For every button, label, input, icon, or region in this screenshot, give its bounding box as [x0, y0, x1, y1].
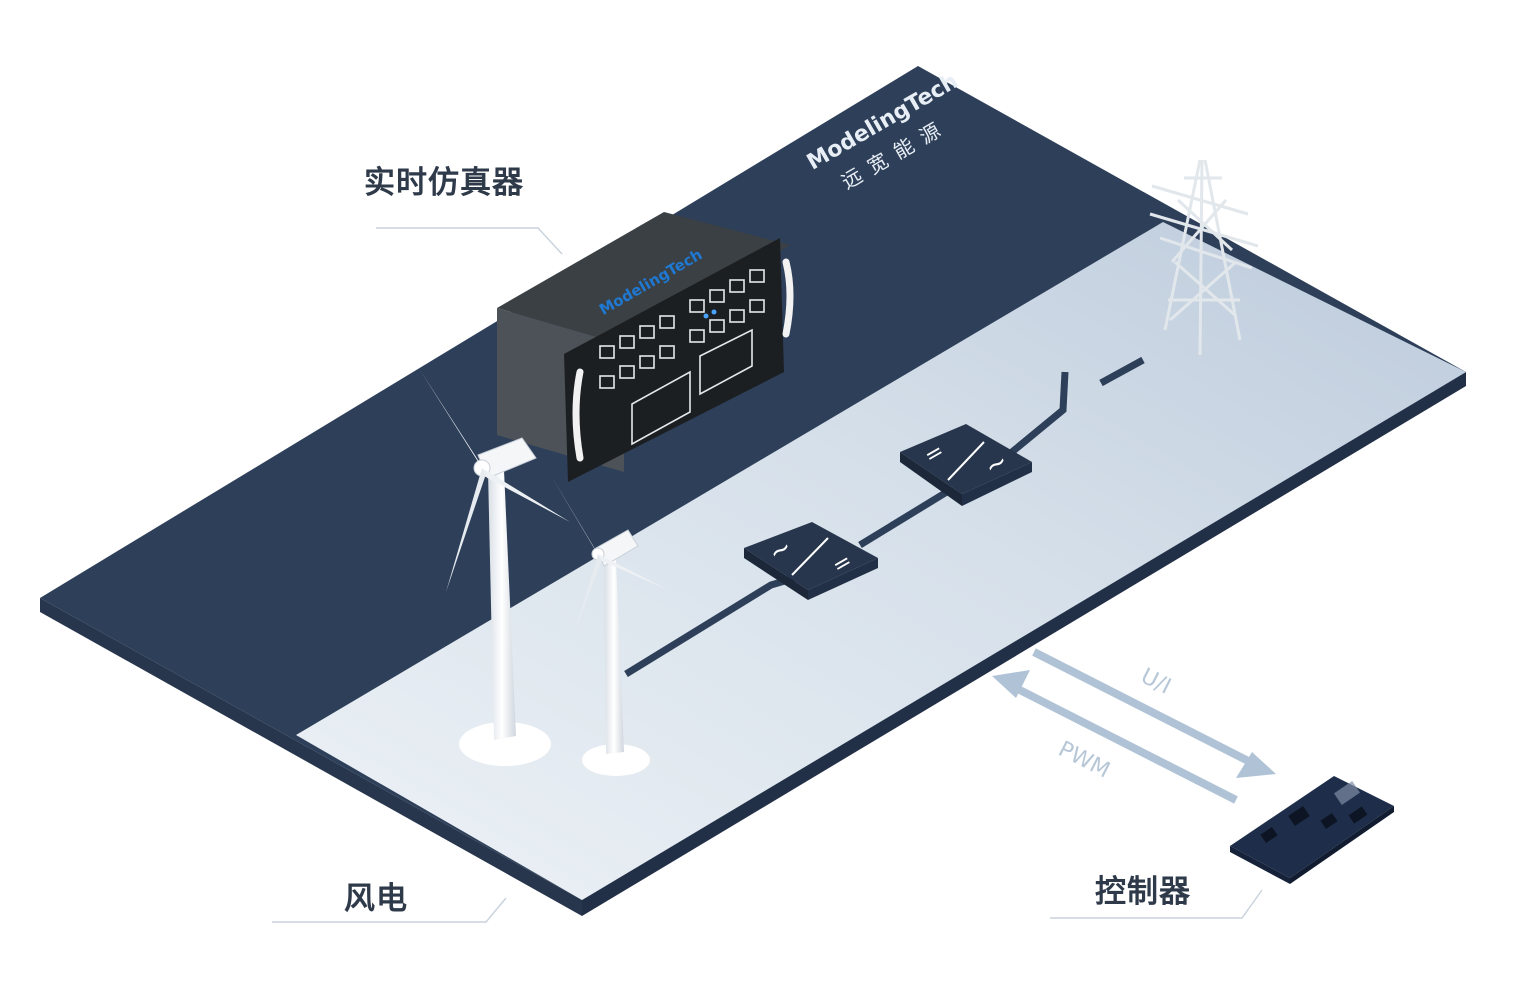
signal-ui-label: U/I — [1137, 664, 1175, 700]
simulator-ports — [599, 269, 765, 446]
platform-edge-right — [582, 372, 1466, 916]
simulator-device: ModelingTech — [497, 212, 794, 482]
simulator-top — [497, 212, 790, 345]
callout-lines — [272, 227, 1263, 923]
callout-line-controller — [1050, 889, 1263, 919]
wind-turbine-small — [550, 474, 668, 776]
simulator-front — [564, 238, 784, 482]
arrow-ui — [1032, 648, 1264, 772]
signal-arrows: U/I PWM — [992, 648, 1276, 804]
converter-ac-dc: ~ = — [744, 522, 878, 600]
label-controller: 控制器 — [1095, 874, 1191, 910]
wind-turbine-large — [420, 370, 570, 766]
platform — [40, 66, 1466, 916]
platform-edge-front — [40, 598, 582, 916]
label-wind: 风电 — [344, 881, 408, 917]
controller-board — [1230, 776, 1394, 884]
label-simulator: 实时仿真器 — [364, 165, 524, 201]
transmission-tower — [1149, 159, 1259, 356]
platform-top-light — [296, 222, 1466, 900]
converter-dc-ac: = ~ — [900, 424, 1032, 506]
signal-pwm-label: PWM — [1054, 737, 1113, 784]
callout-line-wind — [272, 897, 507, 923]
callout-line-simulator — [376, 227, 563, 255]
arrow-pwm — [1006, 680, 1238, 804]
